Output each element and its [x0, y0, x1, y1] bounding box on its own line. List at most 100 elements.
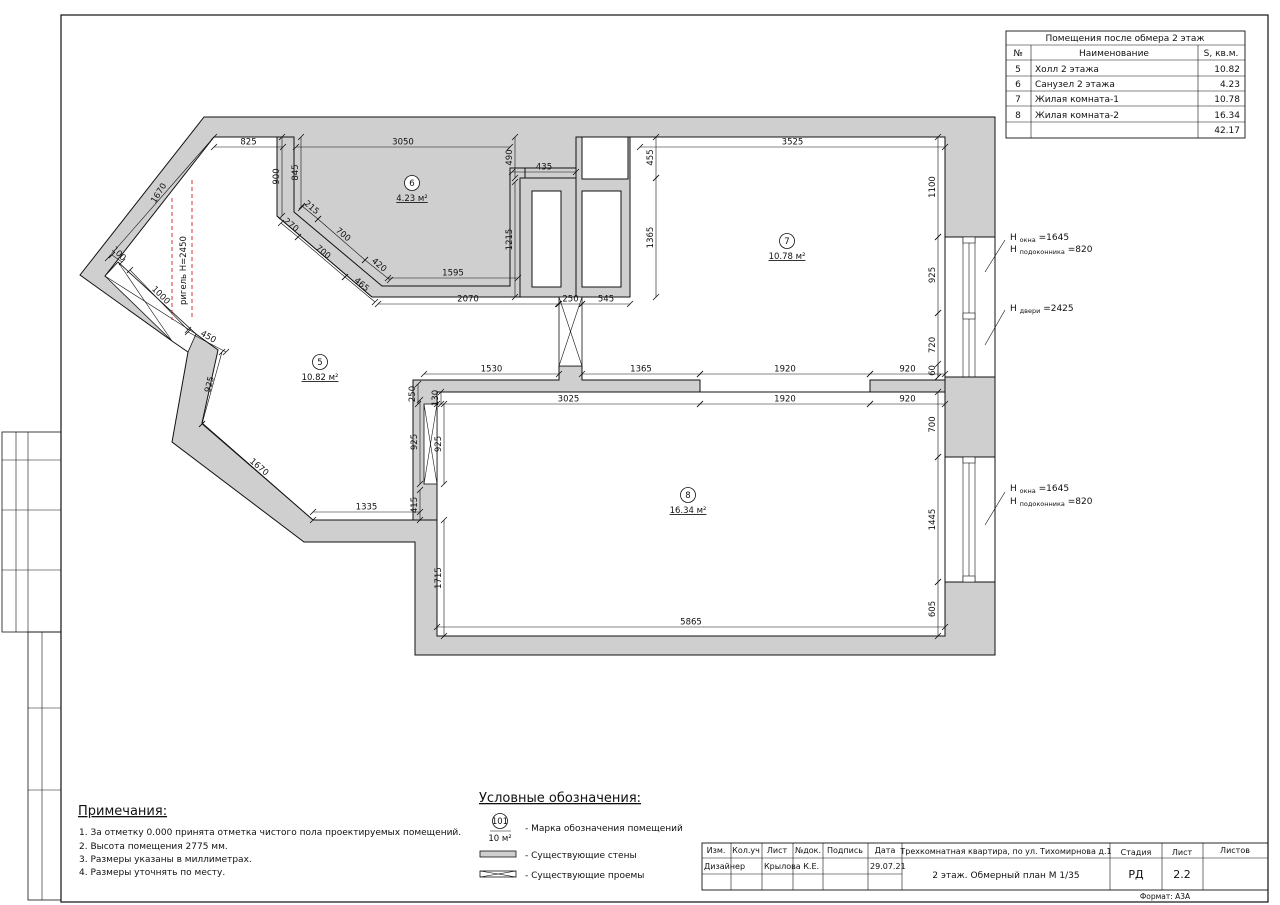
door-openings: [104, 261, 583, 485]
window-note-0: Н окна =1645: [1010, 233, 1069, 244]
dimension-label: 1595: [442, 269, 464, 279]
room-area: 4.23 м²: [396, 194, 427, 204]
dimension-label: 415: [410, 497, 420, 513]
note-1: 1. За отметку 0.000 принята отметка чист…: [79, 828, 461, 838]
dimension-label: 1365: [630, 365, 652, 375]
rooms-table-cell: 10.78: [1214, 95, 1240, 105]
rooms-table-header: №: [1013, 49, 1022, 59]
legend-item-mark: - Марка обозначения помещений: [525, 824, 683, 834]
rooms-table-cell: Холл 2 этажа: [1035, 65, 1099, 75]
rooms-table-cell: 10.82: [1214, 65, 1240, 75]
dimension-label: 250: [408, 386, 418, 402]
stamp-h-izm: Изм.: [707, 846, 726, 855]
dimension-label: 1100: [928, 176, 938, 198]
window-note-4: Н подоконника =820: [1010, 497, 1093, 508]
existing-walls: [79, 116, 996, 656]
dimension-label: 1215: [505, 229, 515, 251]
dimension-23: 60: [928, 360, 942, 381]
dimension-label: 3025: [558, 395, 580, 405]
rooms-table-cell: 8: [1015, 111, 1021, 121]
dimension-label: 2070: [457, 295, 479, 305]
dimension-label: 1365: [646, 227, 656, 249]
dimension-18: 1215: [505, 178, 519, 301]
rooms-table-cell: 6: [1015, 80, 1021, 90]
dimension-label: 455: [646, 149, 656, 165]
dimension-44: 1715: [434, 516, 448, 640]
dimension-label: 435: [536, 163, 552, 173]
rooms-table-cell: Санузел 2 этажа: [1035, 80, 1115, 90]
dimension-label: 925: [928, 267, 938, 283]
dimension-31: 415: [410, 486, 424, 524]
stamp-sheet-label: Лист: [1172, 848, 1193, 857]
window-note-1: Н подоконника =820: [1010, 245, 1093, 256]
dimension-label: 3525: [782, 138, 804, 148]
room-number: 5: [317, 358, 322, 368]
dimension-label: 545: [598, 295, 614, 305]
dimension-11: 1595: [384, 269, 522, 282]
side-stamp: [1, 431, 62, 901]
dimension-label: 490: [505, 149, 515, 165]
dimension-label: 130: [431, 390, 441, 406]
dimension-label: 5865: [680, 618, 702, 628]
rooms-table-cell: 4.23: [1220, 80, 1240, 90]
room-number: 8: [685, 491, 690, 501]
dimension-label: 920: [899, 365, 915, 375]
stamp-h-list: Лист: [767, 846, 788, 855]
dimension-12: 2070: [374, 295, 562, 308]
legend-mark-num: 101: [492, 817, 508, 827]
legend-mark-area: 10 м²: [488, 834, 511, 844]
rooms-table-cell: Жилая комната-1: [1035, 95, 1119, 105]
dimension-label: 925: [203, 375, 217, 393]
right-wall-openings: [962, 236, 1006, 583]
note-3: 3. Размеры указаны в миллиметрах.: [79, 855, 252, 865]
dimension-2: 3525: [636, 138, 949, 151]
stamp-person: Крылова К.Е.: [764, 862, 819, 871]
stamp-date: 29.07.21: [870, 862, 906, 871]
room-number: 6: [409, 179, 414, 189]
note-2: 2. Высота помещения 2775 мм.: [79, 842, 228, 852]
dimension-label: 700: [928, 416, 938, 432]
dimension-15: 435: [508, 163, 580, 176]
stamp-stage-label: Стадия: [1121, 848, 1152, 857]
dimension-19: 1365: [646, 174, 660, 301]
dimension-36: 1530: [420, 365, 563, 378]
dimension-label: 3050: [392, 138, 414, 148]
rooms-table-cell: 42.17: [1214, 126, 1240, 136]
stamp-sheets-label: Листов: [1220, 846, 1250, 855]
legend: Условные обозначения: 101 10 м² - Марка …: [479, 791, 683, 881]
rooms-table-header: S, кв.м.: [1204, 49, 1239, 59]
dimension-label: 900: [272, 168, 282, 184]
dimension-label: 1335: [356, 503, 378, 513]
dimension-label: 1920: [774, 365, 796, 375]
stamp-h-sign: Подпись: [827, 846, 863, 855]
dimension-42: 920: [866, 395, 949, 408]
legend-item-openings: - Существующие проемы: [525, 871, 644, 881]
dimension-label: 1445: [928, 509, 938, 531]
legend-room-mark: [492, 813, 508, 829]
stamp-sheet-title: 2 этаж. Обмерный план М 1/35: [932, 871, 1079, 881]
dimension-30: 1335: [309, 503, 424, 516]
notes: Примечания: 1. За отметку 0.000 принята …: [78, 804, 461, 878]
stamp-format: Формат: А3А: [1140, 892, 1191, 901]
dimension-label: 925: [434, 436, 444, 452]
room-mark-6: 6 4.23 м²: [396, 175, 428, 204]
window-note-2: Н двери =2425: [1010, 304, 1074, 315]
dimension-47: 5865: [433, 618, 949, 631]
beam-label: ригель Н=2450: [179, 236, 189, 305]
rooms-table-cell: 16.34: [1214, 111, 1240, 121]
dimension-label: 1920: [774, 395, 796, 405]
dimension-16: 490: [505, 133, 519, 182]
dimension-label: 1530: [481, 365, 503, 375]
rooms-table-cell: 7: [1015, 95, 1021, 105]
stamp-stage: РД: [1128, 868, 1144, 881]
window-note-3: Н окна =1645: [1010, 484, 1069, 495]
room-area: 10.82 м²: [302, 373, 339, 383]
stamp-h-date: Дата: [875, 846, 896, 855]
legend-wall-swatch: [479, 850, 517, 858]
dimension-label: 825: [240, 138, 256, 148]
dimension-14: 545: [578, 295, 634, 308]
dimension-39: 920: [866, 365, 949, 378]
